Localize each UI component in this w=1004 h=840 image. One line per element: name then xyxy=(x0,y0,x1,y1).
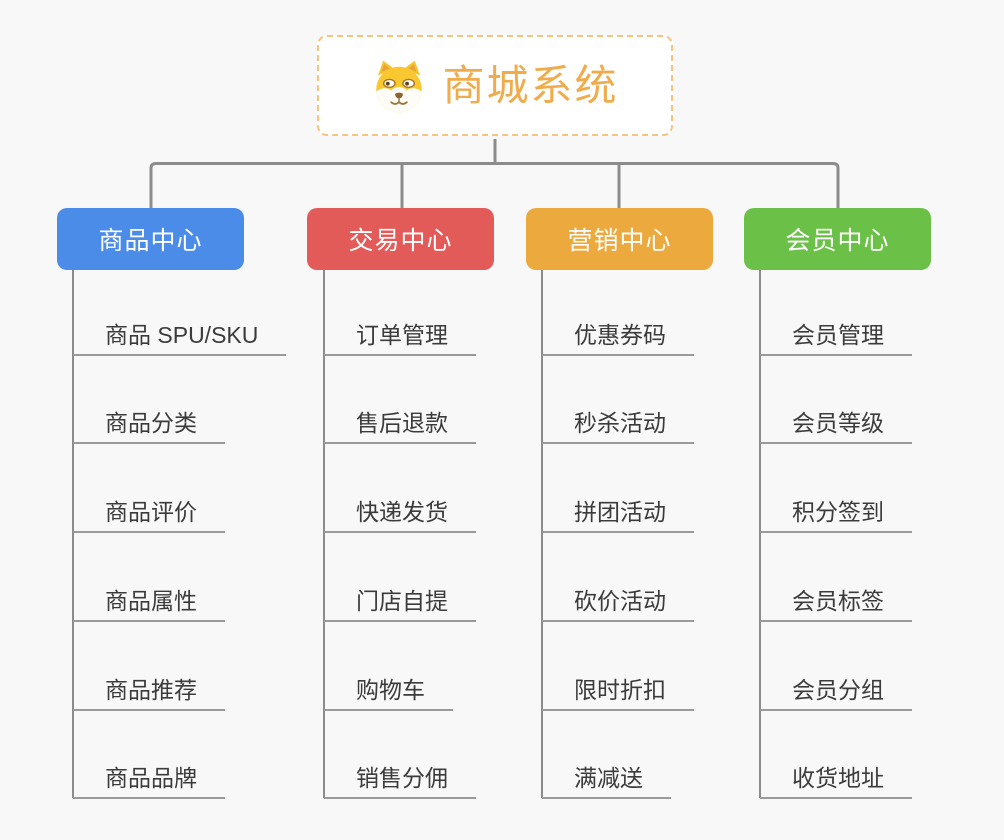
leaf-item[interactable]: 限时折扣 xyxy=(542,671,694,711)
leaf-item[interactable]: 商品评价 xyxy=(73,493,225,533)
leaf-item[interactable]: 销售分佣 xyxy=(324,759,476,799)
leaf-item[interactable]: 秒杀活动 xyxy=(542,404,694,444)
branch-node-product[interactable]: 商品中心 xyxy=(57,208,244,270)
leaf-item[interactable]: 快递发货 xyxy=(324,493,476,533)
leaf-item[interactable]: 会员等级 xyxy=(760,404,912,444)
branch-node-trade[interactable]: 交易中心 xyxy=(307,208,494,270)
leaf-item[interactable]: 商品推荐 xyxy=(73,671,225,711)
branch-node-marketing[interactable]: 营销中心 xyxy=(526,208,713,270)
leaf-item[interactable]: 会员标签 xyxy=(760,582,912,622)
leaf-item[interactable]: 订单管理 xyxy=(324,316,476,356)
root-node[interactable]: 商城系统 xyxy=(317,35,673,136)
root-title: 商城系统 xyxy=(442,61,619,109)
leaf-item[interactable]: 门店自提 xyxy=(324,582,476,622)
leaf-item[interactable]: 砍价活动 xyxy=(542,582,694,622)
leaf-item[interactable]: 商品 SPU/SKU xyxy=(73,316,287,356)
leaf-item[interactable]: 购物车 xyxy=(324,671,453,711)
branch-bus-line xyxy=(149,162,840,208)
leaf-item[interactable]: 商品属性 xyxy=(73,582,225,622)
leaf-item[interactable]: 售后退款 xyxy=(324,404,476,444)
leaf-item[interactable]: 优惠券码 xyxy=(542,316,694,356)
branch-node-member[interactable]: 会员中心 xyxy=(744,208,931,270)
leaf-item[interactable]: 积分签到 xyxy=(760,493,912,533)
leaf-item[interactable]: 拼团活动 xyxy=(542,493,694,533)
leaf-item[interactable]: 满减送 xyxy=(542,759,671,799)
leaf-item[interactable]: 会员管理 xyxy=(760,316,912,356)
leaf-item[interactable]: 会员分组 xyxy=(760,671,912,711)
leaf-item[interactable]: 商品分类 xyxy=(73,404,225,444)
dog-icon xyxy=(376,60,423,112)
leaf-item[interactable]: 商品品牌 xyxy=(73,759,225,799)
leaf-item[interactable]: 收货地址 xyxy=(760,759,912,799)
